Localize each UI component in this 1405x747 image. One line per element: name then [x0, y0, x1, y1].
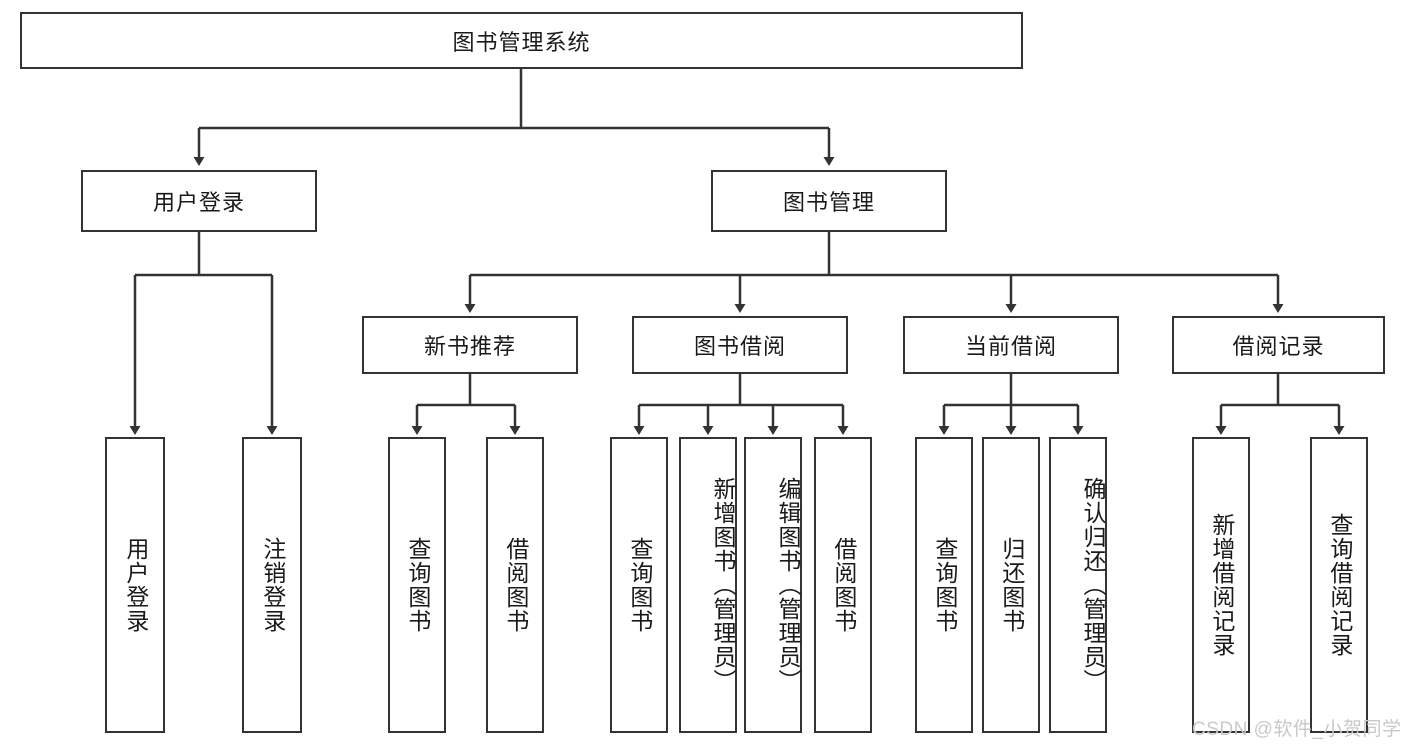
leaf-label: 新增借阅记录	[1208, 513, 1235, 657]
node-borrow-record-label: 借阅记录	[1232, 334, 1325, 359]
leaf-label: 查询图书	[931, 537, 958, 633]
csdn-watermark: CSDN @软件_小贺同学	[1192, 719, 1402, 740]
node-user-login[interactable]: 用户登录	[81, 170, 317, 232]
leaf-label: 确认归还（管理员）	[1080, 477, 1106, 693]
node-borrow-record[interactable]: 借阅记录	[1172, 316, 1385, 374]
leaf-add-borrow-record[interactable]: 新增借阅记录	[1192, 437, 1250, 733]
leaf-query-borrow-record[interactable]: 查询借阅记录	[1310, 437, 1368, 733]
leaf-confirm-return-admin[interactable]: 确认归还（管理员）	[1049, 437, 1107, 733]
node-current-borrow-label: 当前借阅	[964, 334, 1057, 359]
node-new-book-recommend-label: 新书推荐	[423, 334, 516, 359]
leaf-query-book-current[interactable]: 查询图书	[915, 437, 973, 733]
leaf-label: 查询图书	[404, 537, 431, 633]
leaf-label: 查询借阅记录	[1326, 513, 1353, 657]
leaf-label: 编辑图书（管理员）	[775, 477, 801, 693]
leaf-label: 注销登录	[259, 537, 286, 633]
leaf-query-book-borrow[interactable]: 查询图书	[610, 437, 668, 733]
leaf-label: 用户登录	[122, 537, 149, 633]
node-root[interactable]: 图书管理系统	[20, 12, 1023, 69]
leaf-borrow-book-borrow[interactable]: 借阅图书	[814, 437, 872, 733]
leaf-label: 归还图书	[998, 537, 1025, 633]
node-root-label: 图书管理系统	[452, 29, 591, 55]
leaf-edit-book-admin[interactable]: 编辑图书（管理员）	[744, 437, 802, 733]
node-book-borrow[interactable]: 图书借阅	[632, 316, 848, 374]
leaf-label: 查询图书	[626, 537, 653, 633]
node-new-book-recommend[interactable]: 新书推荐	[362, 316, 578, 374]
node-book-management-label: 图书管理	[782, 190, 875, 215]
node-user-login-label: 用户登录	[152, 190, 245, 215]
leaf-logout-login[interactable]: 注销登录	[242, 437, 302, 733]
leaf-return-book[interactable]: 归还图书	[982, 437, 1040, 733]
leaf-label: 新增图书（管理员）	[710, 477, 736, 693]
node-current-borrow[interactable]: 当前借阅	[903, 316, 1119, 374]
leaf-query-book-recommend[interactable]: 查询图书	[388, 437, 446, 733]
leaf-borrow-book-recommend[interactable]: 借阅图书	[486, 437, 544, 733]
leaf-label: 借阅图书	[502, 537, 529, 633]
leaf-add-book-admin[interactable]: 新增图书（管理员）	[679, 437, 737, 733]
node-book-management[interactable]: 图书管理	[711, 170, 947, 232]
leaf-label: 借阅图书	[830, 537, 857, 633]
node-book-borrow-label: 图书借阅	[693, 334, 786, 359]
leaf-user-login[interactable]: 用户登录	[105, 437, 165, 733]
